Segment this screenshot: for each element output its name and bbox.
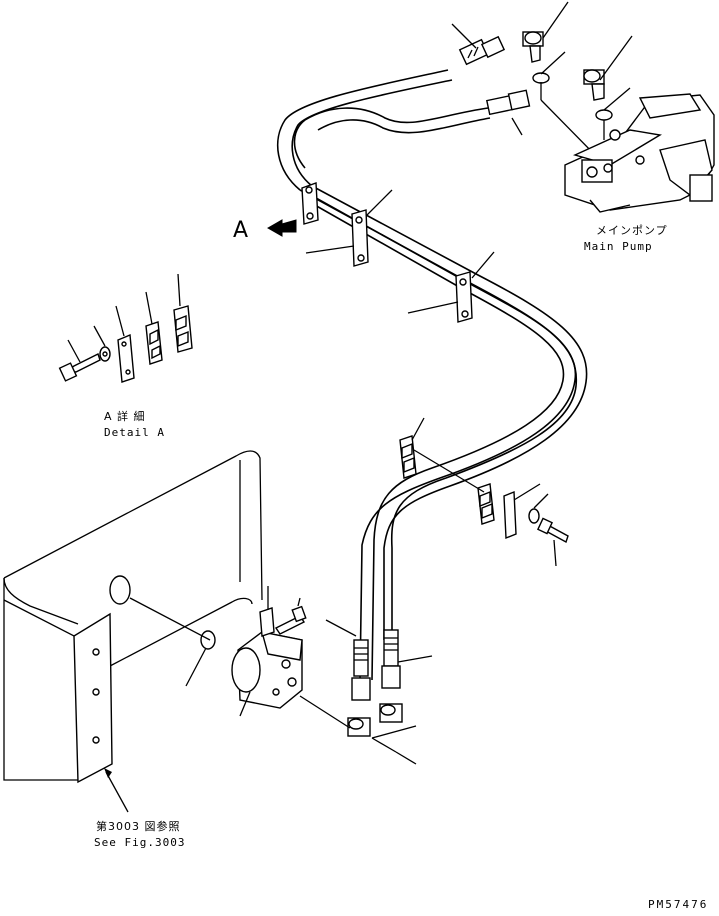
lower-hose-inner [317, 117, 491, 134]
hose-end-fitting-2 [381, 629, 401, 689]
elbow-fitting-2 [583, 69, 605, 101]
leader-lines-valve [239, 586, 301, 717]
leader-lines-right [411, 417, 557, 567]
view-marker-label: A [233, 218, 249, 243]
leader-lines-tank [104, 597, 211, 813]
hose-assembly [276, 69, 588, 681]
see-fig-label-jp: 第3003 図参照 [96, 820, 181, 833]
leader-lines-bottom [299, 695, 417, 765]
main-hose-inner [311, 185, 588, 640]
leader-lines-detail [67, 273, 181, 363]
main-pump-label-en: Main Pump [584, 240, 653, 253]
leader-hose-1 [325, 619, 357, 637]
lower-hose-outer [293, 107, 489, 169]
lower-hose-fitting [485, 89, 531, 116]
upper-hose-outer [276, 69, 449, 191]
detail-a-label-en: Detail A [104, 426, 165, 439]
main-hose-mid [305, 199, 565, 681]
clamp-2 [351, 209, 369, 267]
upper-hose-inner [291, 79, 453, 187]
main-pump-label-jp: メインポンプ [596, 224, 668, 237]
leader-lines-clamps [305, 189, 495, 314]
main-hose-mid2 [315, 197, 578, 680]
o-ring-1 [532, 72, 550, 84]
main-hose-outer [299, 189, 577, 681]
view-a-arrow [266, 219, 297, 237]
drawing-code: PM57476 [648, 898, 709, 911]
leader-hose-2 [397, 655, 433, 663]
detail-a-parts [58, 305, 193, 383]
bottom-elbow-2 [379, 703, 403, 723]
detail-a-label-jp: A 詳 細 [104, 410, 146, 423]
upper-hose-fitting [458, 35, 506, 66]
control-valve [231, 605, 307, 709]
clamp-1 [301, 182, 319, 225]
main-pump [564, 93, 715, 213]
clamp-set-right [399, 435, 569, 544]
elbow-fitting-1 [522, 31, 544, 63]
o-ring-2 [595, 109, 613, 121]
tank-frame [3, 450, 263, 784]
bottom-elbow-1 [347, 717, 371, 737]
see-fig-label-en: See Fig.3003 [94, 836, 186, 849]
clamp-3 [455, 271, 473, 323]
hose-end-fitting-1 [351, 639, 371, 701]
